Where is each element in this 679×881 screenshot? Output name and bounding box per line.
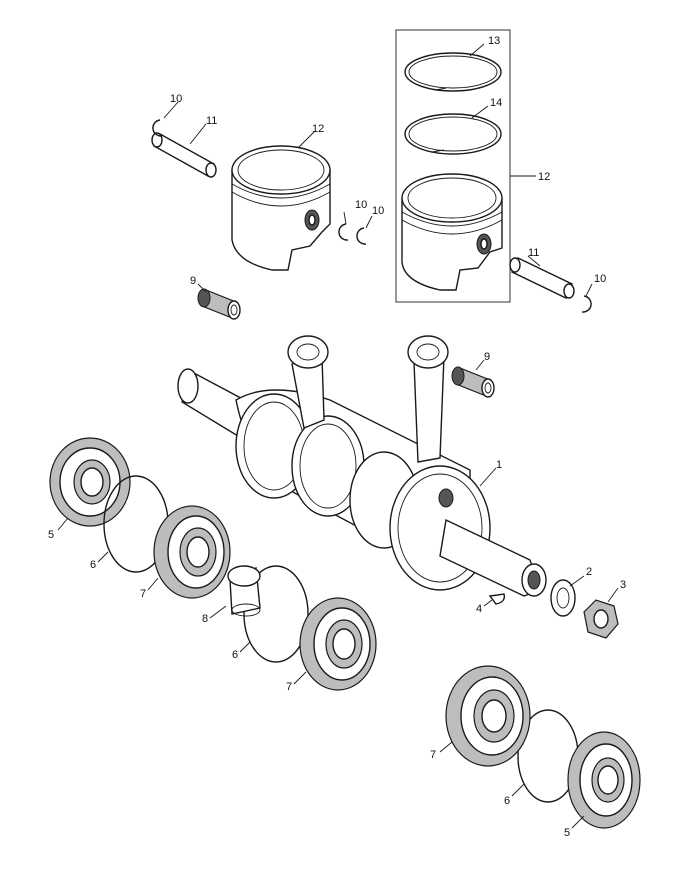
callout-6-right: 6 [504, 795, 510, 807]
callout-7-left-2: 7 [286, 681, 292, 693]
piston-right [401, 173, 503, 291]
callout-5-right: 5 [564, 827, 570, 839]
piston-ring-top [404, 52, 502, 92]
callout-13: 13 [488, 35, 500, 47]
connecting-rod-left [287, 335, 329, 429]
callout-3: 3 [620, 579, 626, 591]
needle-bearing-left [197, 288, 241, 320]
wrist-pin-right [509, 257, 575, 299]
callout-2: 2 [586, 566, 592, 578]
callout-7-left-1: 7 [140, 588, 146, 600]
callout-10-center-b: 10 [372, 205, 384, 217]
callout-1: 1 [496, 459, 502, 471]
piston-left [231, 145, 331, 271]
oil-seal-right [567, 731, 641, 829]
callout-4: 4 [476, 603, 482, 615]
circlip-center-a [338, 223, 349, 241]
o-ring-left-2 [243, 565, 309, 663]
crankshaft [177, 368, 547, 597]
callout-6-left-1: 6 [90, 559, 96, 571]
callout-12-left: 12 [312, 123, 324, 135]
callout-14: 14 [490, 97, 502, 109]
callout-9-left: 9 [190, 275, 196, 287]
callout-8: 8 [202, 613, 208, 625]
callout-7-right: 7 [430, 749, 436, 761]
spacer-ring [227, 565, 261, 617]
callout-10-left: 10 [170, 93, 182, 105]
wrist-pin-left [151, 132, 217, 178]
needle-bearing-right [451, 366, 495, 398]
callout-6-left-2: 6 [232, 649, 238, 661]
ball-bearing-left-1 [153, 505, 231, 599]
callout-10-right: 10 [594, 273, 606, 285]
ball-bearing-left-2 [299, 597, 377, 691]
circlip-center-b [356, 227, 367, 245]
crankshaft-nut [583, 599, 619, 639]
callout-11-left: 11 [206, 115, 217, 127]
lock-washer [550, 579, 576, 617]
piston-assembly-frame [395, 29, 511, 303]
oil-seal-left [49, 437, 131, 527]
callout-11-right: 11 [528, 247, 539, 259]
leader-lines [57, 43, 619, 829]
callout-12-right: 12 [538, 171, 550, 183]
connecting-rod-right [407, 335, 449, 463]
woodruff-key [488, 593, 506, 605]
callout-9-right: 9 [484, 351, 490, 363]
ball-bearing-right [445, 665, 531, 767]
piston-ring-second [404, 113, 502, 155]
callout-10-center-a: 10 [355, 199, 367, 211]
circlip-right-outer [581, 295, 592, 313]
callout-5-left: 5 [48, 529, 54, 541]
circlip-left-outer [152, 119, 163, 137]
